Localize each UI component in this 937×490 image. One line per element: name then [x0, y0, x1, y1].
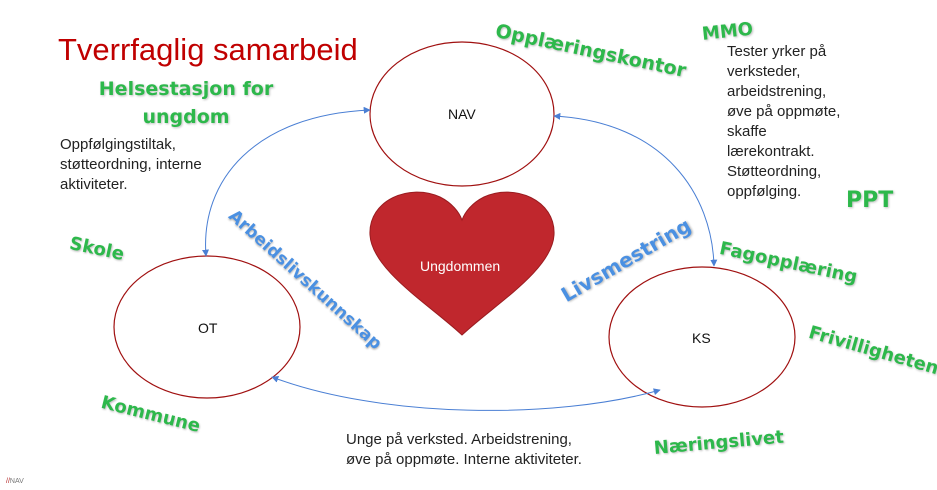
footer-slashes: //	[6, 478, 10, 485]
mmo-description: Tester yrker på verksteder, arbeidstreni…	[727, 43, 841, 200]
footer-logo: //NAV	[6, 478, 24, 485]
arrow-nav-ks	[553, 112, 718, 267]
page-title: Tverrfaglig samarbeid	[58, 32, 358, 67]
helsestasjon-label: Helsestasjon for ungdom	[98, 78, 274, 128]
arrow-nav-ot	[202, 106, 371, 257]
nav-label: NAV	[448, 106, 476, 122]
ppt-label: PPT	[846, 188, 894, 213]
ks-label: KS	[692, 330, 711, 346]
bottom-description: Unge på verksted. Arbeidstrening, øve på…	[346, 431, 582, 468]
footer-text: NAV	[9, 478, 24, 485]
helsestasjon-description: Oppfølgingstiltak, støtteordning, intern…	[60, 136, 202, 193]
arrow-ot-ks	[271, 375, 661, 411]
ks-ellipse	[608, 266, 796, 408]
heart-label: Ungdommen	[420, 258, 501, 274]
ot-label: OT	[198, 320, 218, 336]
heart-shape	[369, 191, 555, 336]
